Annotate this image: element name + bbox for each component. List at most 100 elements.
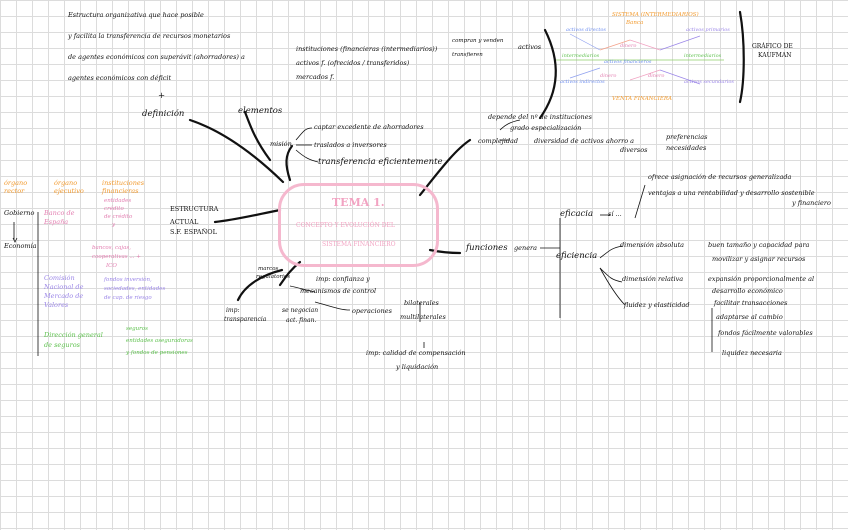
- dim-relativa: dimensión relativa: [622, 275, 684, 283]
- conn-pref: preferencias: [666, 133, 708, 141]
- kaufman-top: SISTEMA (INTERMEDIARIOS): [612, 12, 699, 18]
- fluidez-item-1: facilitar transacciones: [714, 299, 788, 307]
- center-bubble: [278, 183, 439, 267]
- eficacia-item-1: ofrece asignación de recursos generaliza…: [648, 173, 792, 181]
- definicion-plus: +: [158, 91, 166, 101]
- col-3-header-2: financieras: [102, 187, 139, 195]
- bottom-imp-1: imp: confianza y: [316, 275, 370, 283]
- col-2-header-2: ejecutivo: [54, 187, 84, 195]
- kaufman-right-bracket: [738, 10, 745, 104]
- kaufman-bracket: [538, 28, 557, 120]
- gobierno-label: Gobierno: [4, 209, 35, 217]
- dim-absoluta-desc-1: buen tamaño y capacidad para: [708, 241, 810, 249]
- fluidez-label: fluidez y elasticidad: [624, 301, 690, 309]
- mision-item-2: traslados a inversores: [314, 141, 387, 149]
- conn-4: diversidad de activos: [534, 137, 604, 145]
- col-1-header-1: órgano: [4, 179, 28, 187]
- col-2-header-1: órgano: [54, 179, 78, 187]
- bottom-multi: multilaterales: [400, 313, 446, 321]
- definicion-line-4: agentes económicos con déficit: [68, 74, 172, 82]
- fluidez-item-4: liquidez necesaria: [722, 349, 782, 357]
- eficacia-label: eficacia: [560, 209, 594, 219]
- dim-relativa-desc-2: desarrollo económico: [712, 287, 783, 295]
- economia-label: Economía: [4, 242, 37, 250]
- kaufman-right-1: activos primarios: [686, 27, 730, 33]
- estructura-line-3: S.F. ESPAÑOL: [170, 228, 217, 236]
- bottom-imp-2b: y liquidación: [396, 363, 439, 371]
- dgs-item-3: y fondos de pensiones: [126, 350, 188, 356]
- branch-bottom-2: [236, 268, 284, 302]
- cnmv-4: Valores: [44, 301, 69, 309]
- fluidez-item-2: adaptarse al cambio: [716, 313, 783, 321]
- definicion-label: definición: [142, 109, 185, 119]
- conn-1: depende del nº de instituciones: [488, 113, 592, 121]
- kaufman-mid-4: dinero: [648, 73, 665, 79]
- definicion-line-3: de agentes económicos con superávit (aho…: [68, 53, 245, 61]
- kaufman-right-3: activos secundarios: [684, 79, 734, 85]
- kaufman-right-2: intermediarios: [684, 53, 722, 59]
- banco-item-3: de crédito: [104, 214, 133, 220]
- kaufman-bottom: VENTA FINANCIERA: [612, 96, 672, 102]
- bottom-imp-transp-2: transparencia: [224, 316, 267, 323]
- center-title: TEMA 1.: [332, 196, 385, 209]
- bottom-negocian-1: se negocian: [282, 307, 319, 314]
- banco-espana-2: España: [44, 218, 69, 226]
- cnmv-1: Comisión: [44, 274, 75, 282]
- kaufman-top-sub: Banca: [626, 20, 644, 26]
- eficacia-si: sí ...: [608, 210, 622, 218]
- funciones-label: funciones: [466, 243, 508, 253]
- definicion-line-1: Estructura organizativa que hace posible: [68, 11, 204, 19]
- dgs-item-2: entidades aseguradoras: [126, 338, 193, 344]
- bottom-bilat: bilaterales: [404, 299, 439, 307]
- conn-5: ahorro a: [606, 137, 635, 145]
- dgs-item-1: seguros: [126, 326, 148, 332]
- dim-absoluta: dimensión absoluta: [620, 241, 685, 249]
- cnmv-item-3: de cap. de riesgo: [104, 295, 152, 301]
- kaufman-left-2: intermediarios: [562, 53, 600, 59]
- col-1-header-2: rector: [4, 187, 25, 195]
- elementos-item-1: instituciones (financieras (intermediari…: [296, 45, 438, 53]
- elementos-item-2: activos f. (ofrecidos / transferidos): [296, 59, 410, 67]
- banco-item-4: y: [112, 222, 116, 228]
- banco-espana-1: Banco de: [44, 209, 75, 217]
- cnmv-item-2: sociedades, entidades: [104, 286, 166, 292]
- kaufman-mid-2: activos financieros: [604, 59, 652, 65]
- branch-mision: [285, 144, 294, 182]
- branch-elementos: [188, 118, 285, 184]
- elementos-label: elementos: [238, 106, 283, 116]
- cnmv-3: Mercado de: [44, 292, 84, 300]
- bancos-line-1: bancos, cajas,: [92, 245, 131, 251]
- fluidez-item-3: fondos fácilmente valorables: [718, 329, 813, 337]
- cnmv-item-1: fondos inversión,: [104, 277, 152, 283]
- bottom-negocian-2: act. finan.: [286, 317, 317, 324]
- dim-absoluta-desc-2: movilizar y asignar recursos: [712, 255, 806, 263]
- eficacia-item-2: ventajas a una rentabilidad y desarrollo…: [648, 189, 815, 197]
- kaufman-label-2: KAUFMAN: [758, 52, 792, 59]
- dgs-1: Dirección general: [44, 331, 103, 339]
- elementos-note-2: transfieren: [452, 52, 483, 58]
- definicion-line-2: y facilita la transferencia de recursos …: [68, 32, 231, 40]
- kaufman-mid-3: dinero: [600, 73, 617, 79]
- elementos-item-3: mercados f.: [296, 73, 335, 81]
- estructura-line-2: ACTUAL: [170, 218, 199, 226]
- kaufman-left-1: activos directos: [566, 27, 606, 33]
- estructura-line-1: ESTRUCTURA: [170, 205, 219, 213]
- elementos-note-1: compran y venden: [452, 38, 504, 44]
- bottom-imp-1b: mecanismos de control: [300, 287, 377, 295]
- elementos-note-3: activos: [518, 43, 542, 51]
- bottom-mercados-1: marcos: [258, 266, 279, 272]
- kaufman-mid-1: dinero: [620, 43, 637, 49]
- bottom-operaciones: operaciones: [352, 307, 392, 315]
- branch-estructura: [213, 208, 282, 224]
- conn-2: grado especialización: [510, 124, 582, 132]
- bottom-mercados-2: regulatorios: [256, 274, 291, 280]
- center-subtitle-2: SISTEMA FINANCIERO: [322, 241, 396, 248]
- dim-relativa-desc-1: expansión proporcionalmente al: [708, 275, 815, 283]
- conn-3: complejidad: [478, 137, 519, 145]
- center-subtitle-1: CONCEPTO Y EVOLUCIÓN DEL: [296, 222, 395, 229]
- conn-neces: necesidades: [666, 144, 707, 152]
- mision-item-3: transferencia eficientemente: [318, 157, 443, 167]
- funciones-genera: genera: [514, 244, 538, 252]
- bancos-line-2: cooperativas ... +: [92, 254, 141, 260]
- conn-6: diversos: [620, 146, 648, 154]
